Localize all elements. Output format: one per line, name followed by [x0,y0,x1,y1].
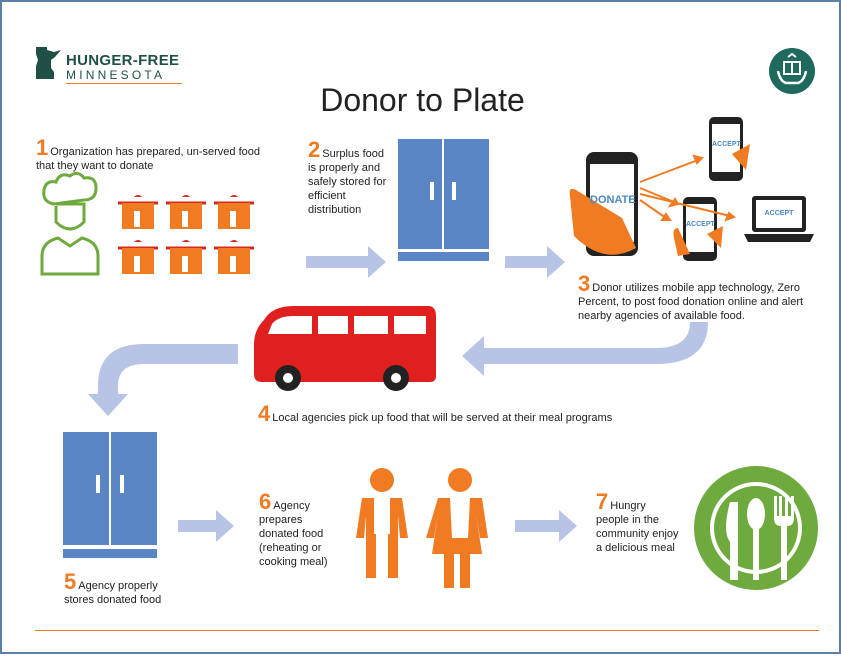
accept-label: ACCEPT [686,221,715,228]
step-text: Agency properly stores donated food [64,580,162,606]
laptop-icon [744,196,814,242]
step-text: Organization has prepared, un-served foo… [36,146,260,172]
step-number: 1 [36,135,49,160]
arrow-icon [639,154,736,222]
arrow-icon [178,510,234,542]
accept-label: ACCEPT [764,210,794,217]
refrigerator-icon [63,432,157,558]
step-text: Surplus food is properly and safely stor… [308,148,387,216]
step-number: 4 [258,401,271,426]
worker-icon [356,468,488,588]
step-number: 6 [259,489,272,514]
step-text: Hungry people in the community enjoy a d… [596,500,679,554]
page-title: Donor to Plate [320,82,525,118]
arrow-icon [462,322,708,376]
donate-label: DONATE [590,194,636,206]
smartphone-icon [569,117,750,261]
arrow-icon [306,246,386,278]
arrow-icon [515,510,577,542]
pot-icon [118,195,254,274]
step-number: 3 [578,271,591,296]
refrigerator-icon [398,139,489,261]
step-number: 2 [308,137,321,162]
step-text: Donor utilizes mobile app technology, Ze… [578,282,804,322]
step-text: Agency prepares donated food (reheating … [259,500,328,568]
footer-divider [35,630,819,631]
van-icon [254,306,436,391]
step-number: 7 [596,489,609,514]
logo-line2: MINNESOTA [66,68,166,82]
logo-underline [66,83,182,84]
chef-icon [40,171,100,276]
arrow-icon [505,246,565,278]
step-number: 5 [64,569,77,594]
arrow-icon [88,344,238,416]
donation-hands-icon [769,48,815,94]
minnesota-map-icon [36,47,61,79]
plate-utensils-icon [694,466,818,590]
step-text: Local agencies pick up food that will be… [272,412,613,424]
logo-line1: HUNGER-FREE [66,52,180,69]
accept-label: ACCEPT [712,141,741,148]
